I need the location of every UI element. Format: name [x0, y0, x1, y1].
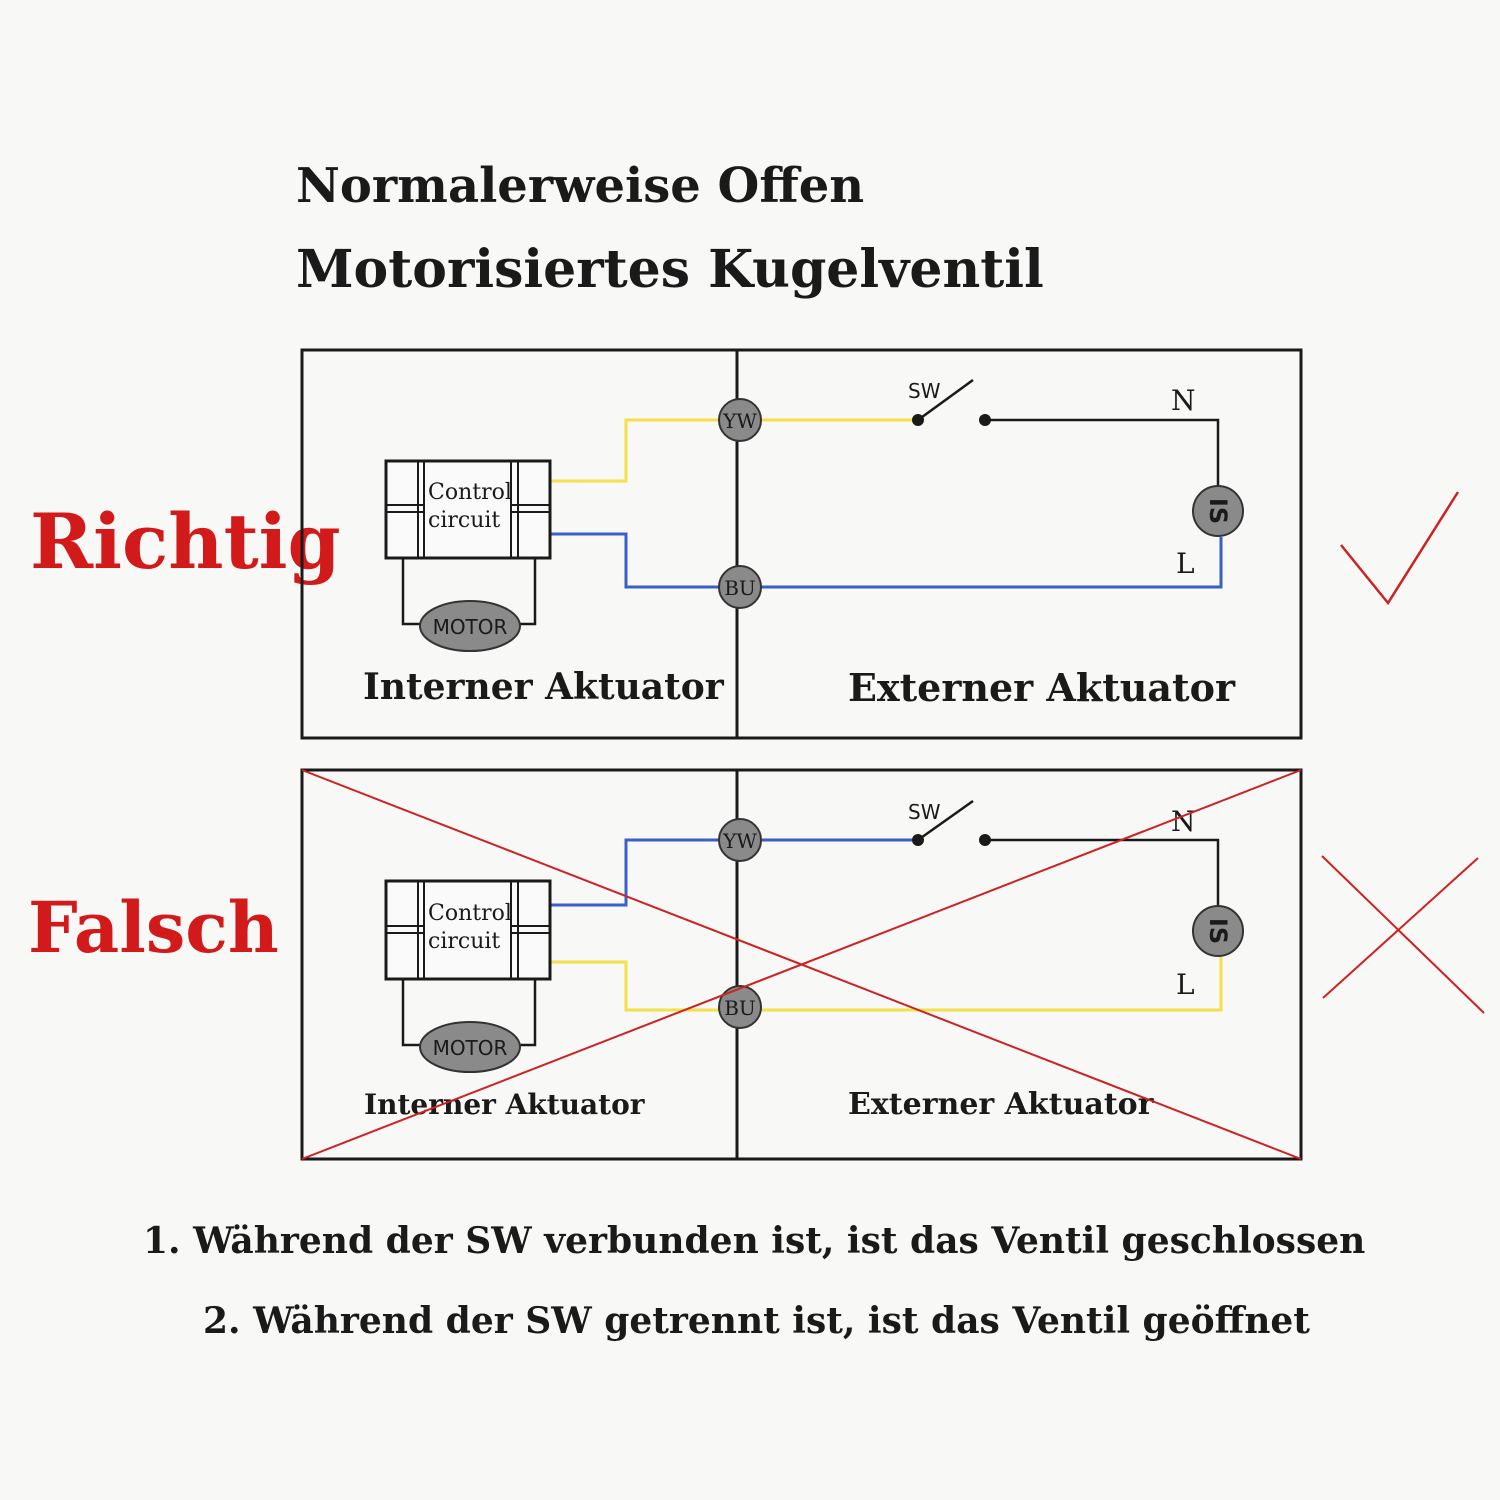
wire-line	[740, 957, 1223, 1012]
neutral-label: N	[1171, 805, 1196, 838]
control-label-1: Control	[428, 480, 512, 505]
switch-label: SW	[908, 800, 941, 824]
internal-actuator-label: Interner Aktuator	[363, 666, 725, 708]
terminal-yw	[718, 398, 762, 442]
control-circuit-box	[384, 879, 552, 981]
wire-top	[550, 838, 740, 907]
motor-wire-left	[401, 558, 422, 626]
power-source	[1192, 485, 1244, 537]
title-line-2: Motorisiertes Kugelventil	[296, 239, 1044, 300]
control-circuit-box	[384, 459, 552, 560]
motor-wire-left	[401, 979, 422, 1047]
wire-bottom	[550, 960, 740, 1012]
strike-line-2	[301, 769, 1302, 1160]
diagram-wrong: SW N L IS YW BU Control circuit MOTOR In…	[300, 768, 1303, 1161]
switch-contact-right	[979, 414, 991, 426]
terminal-bu-label: BU	[724, 576, 756, 600]
verdict-correct: Richtig	[30, 497, 341, 586]
motor-wire-right	[518, 979, 537, 1047]
check-mark-icon	[1340, 491, 1460, 606]
power-source	[1192, 905, 1244, 957]
diagram-frame	[300, 348, 1303, 740]
wire-line	[740, 537, 1223, 589]
terminal-yw-label: YW	[722, 829, 757, 853]
internal-actuator-label: Interner Aktuator	[364, 1088, 646, 1121]
wire-neutral	[985, 418, 1220, 488]
terminal-yw-label: YW	[722, 409, 757, 433]
motor-label: MOTOR	[433, 1036, 508, 1060]
cross-stroke	[1322, 857, 1479, 999]
terminal-yw	[718, 818, 762, 862]
title-line-1: Normalerweise Offen	[296, 158, 864, 214]
diagram-correct: SW N L IS YW BU Control circuit MOTOR In…	[300, 348, 1303, 740]
power-source-label: IS	[1204, 498, 1232, 524]
note-1: 1. Während der SW verbunden ist, ist das…	[143, 1220, 1365, 1262]
verdict-wrong: Falsch	[28, 886, 279, 969]
cross-stroke	[1321, 855, 1485, 1014]
control-label-2: circuit	[428, 929, 500, 954]
switch-lever	[917, 799, 974, 842]
motor	[419, 600, 521, 652]
wire-neutral	[985, 838, 1220, 908]
terminal-bu	[718, 565, 762, 609]
terminal-bu	[718, 985, 762, 1029]
diagram-frame	[300, 768, 1303, 1161]
external-actuator-label: Externer Aktuator	[848, 1087, 1155, 1122]
wire-top	[550, 418, 740, 483]
wire-bottom	[550, 532, 740, 589]
cross-mark-icon	[1321, 855, 1485, 1014]
switch-label: SW	[908, 379, 941, 403]
note-2: 2. Während der SW getrennt ist, ist das …	[203, 1300, 1310, 1342]
terminal-bu-label: BU	[724, 996, 756, 1020]
motor-label: MOTOR	[433, 615, 508, 639]
motor-wire-right	[518, 558, 537, 626]
control-label-1: Control	[428, 901, 512, 926]
control-label-2: circuit	[428, 508, 500, 533]
external-actuator-label: Externer Aktuator	[848, 665, 1236, 710]
line-label: L	[1176, 968, 1195, 1001]
power-source-label: IS	[1204, 918, 1232, 944]
switch-contact-right	[979, 834, 991, 846]
motor	[419, 1021, 521, 1073]
switch-lever	[917, 378, 974, 422]
line-label: L	[1176, 547, 1195, 580]
neutral-label: N	[1171, 384, 1196, 417]
